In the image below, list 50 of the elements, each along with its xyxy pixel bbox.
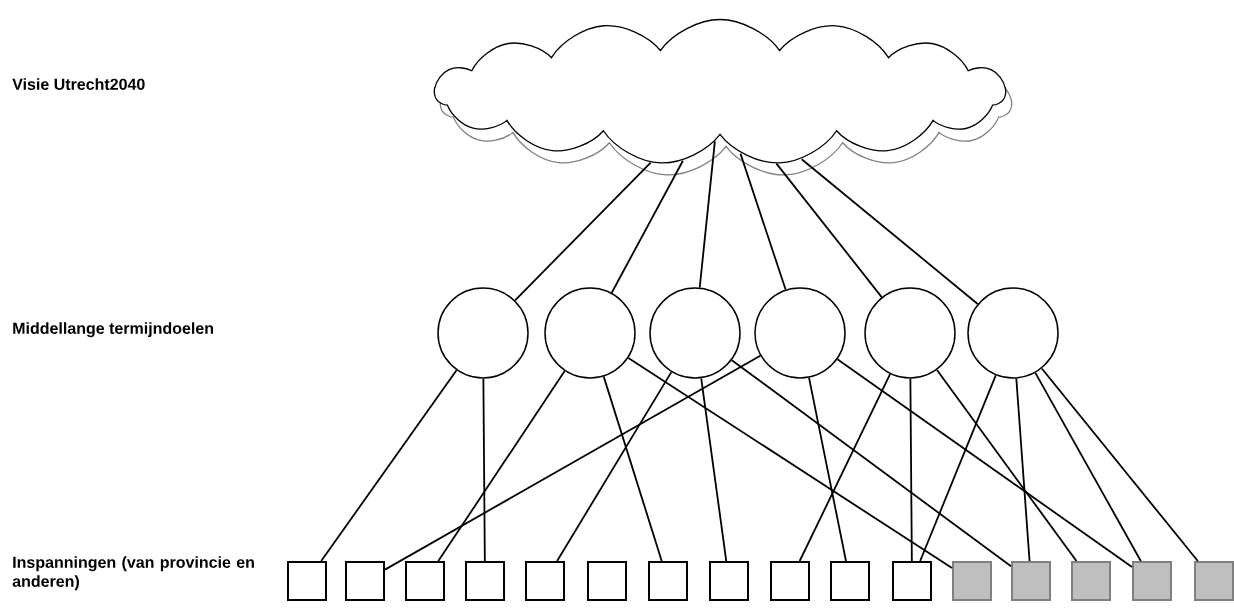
effort-square	[892, 561, 932, 601]
goal-circle	[544, 287, 636, 379]
goal-circle	[754, 287, 846, 379]
connector-line	[602, 375, 663, 562]
goal-circle	[437, 287, 529, 379]
connector-line	[909, 377, 913, 562]
connector-line	[798, 373, 891, 562]
connector-line	[775, 162, 883, 298]
connector-line	[1015, 377, 1031, 562]
connector-line	[610, 159, 684, 294]
connector-line	[627, 357, 953, 569]
connector-line	[514, 161, 652, 302]
cloud-shape	[433, 18, 1013, 176]
connector-line	[919, 374, 997, 562]
connector-line	[800, 158, 979, 305]
connector-line	[808, 376, 847, 562]
effort-square	[465, 561, 505, 601]
effort-square	[1194, 561, 1234, 601]
connector-line	[739, 152, 787, 291]
level-label: Middellange termijndoelen	[13, 322, 213, 338]
connector-line	[482, 377, 486, 562]
connector-line	[1040, 367, 1199, 562]
connector-line	[730, 359, 1012, 568]
connector-line	[936, 369, 1078, 562]
connector-line	[1034, 372, 1142, 562]
effort-square	[287, 561, 327, 601]
effort-square	[1132, 561, 1172, 601]
level-label: Visie Utrecht2040	[12, 78, 145, 90]
connector-line	[698, 140, 716, 289]
connector-line	[700, 377, 728, 562]
goal-circle	[864, 287, 956, 379]
effort-square	[952, 561, 992, 601]
connector-line	[556, 371, 673, 562]
level-label: Inspanningen (van provincie en anderen)	[12, 556, 254, 591]
effort-square	[345, 561, 385, 601]
connector-line	[437, 370, 566, 562]
effort-square	[1011, 561, 1051, 601]
connector-line	[836, 358, 1133, 568]
effort-square	[525, 561, 565, 601]
connector-line	[320, 369, 458, 562]
effort-square	[1071, 561, 1111, 601]
effort-square	[648, 561, 688, 601]
effort-square	[405, 561, 445, 601]
effort-square	[830, 561, 870, 601]
goal-circle	[649, 287, 741, 379]
effort-square	[770, 561, 810, 601]
goal-circle	[967, 287, 1059, 379]
connector-line	[384, 354, 762, 571]
effort-square	[587, 561, 627, 601]
effort-square	[709, 561, 749, 601]
